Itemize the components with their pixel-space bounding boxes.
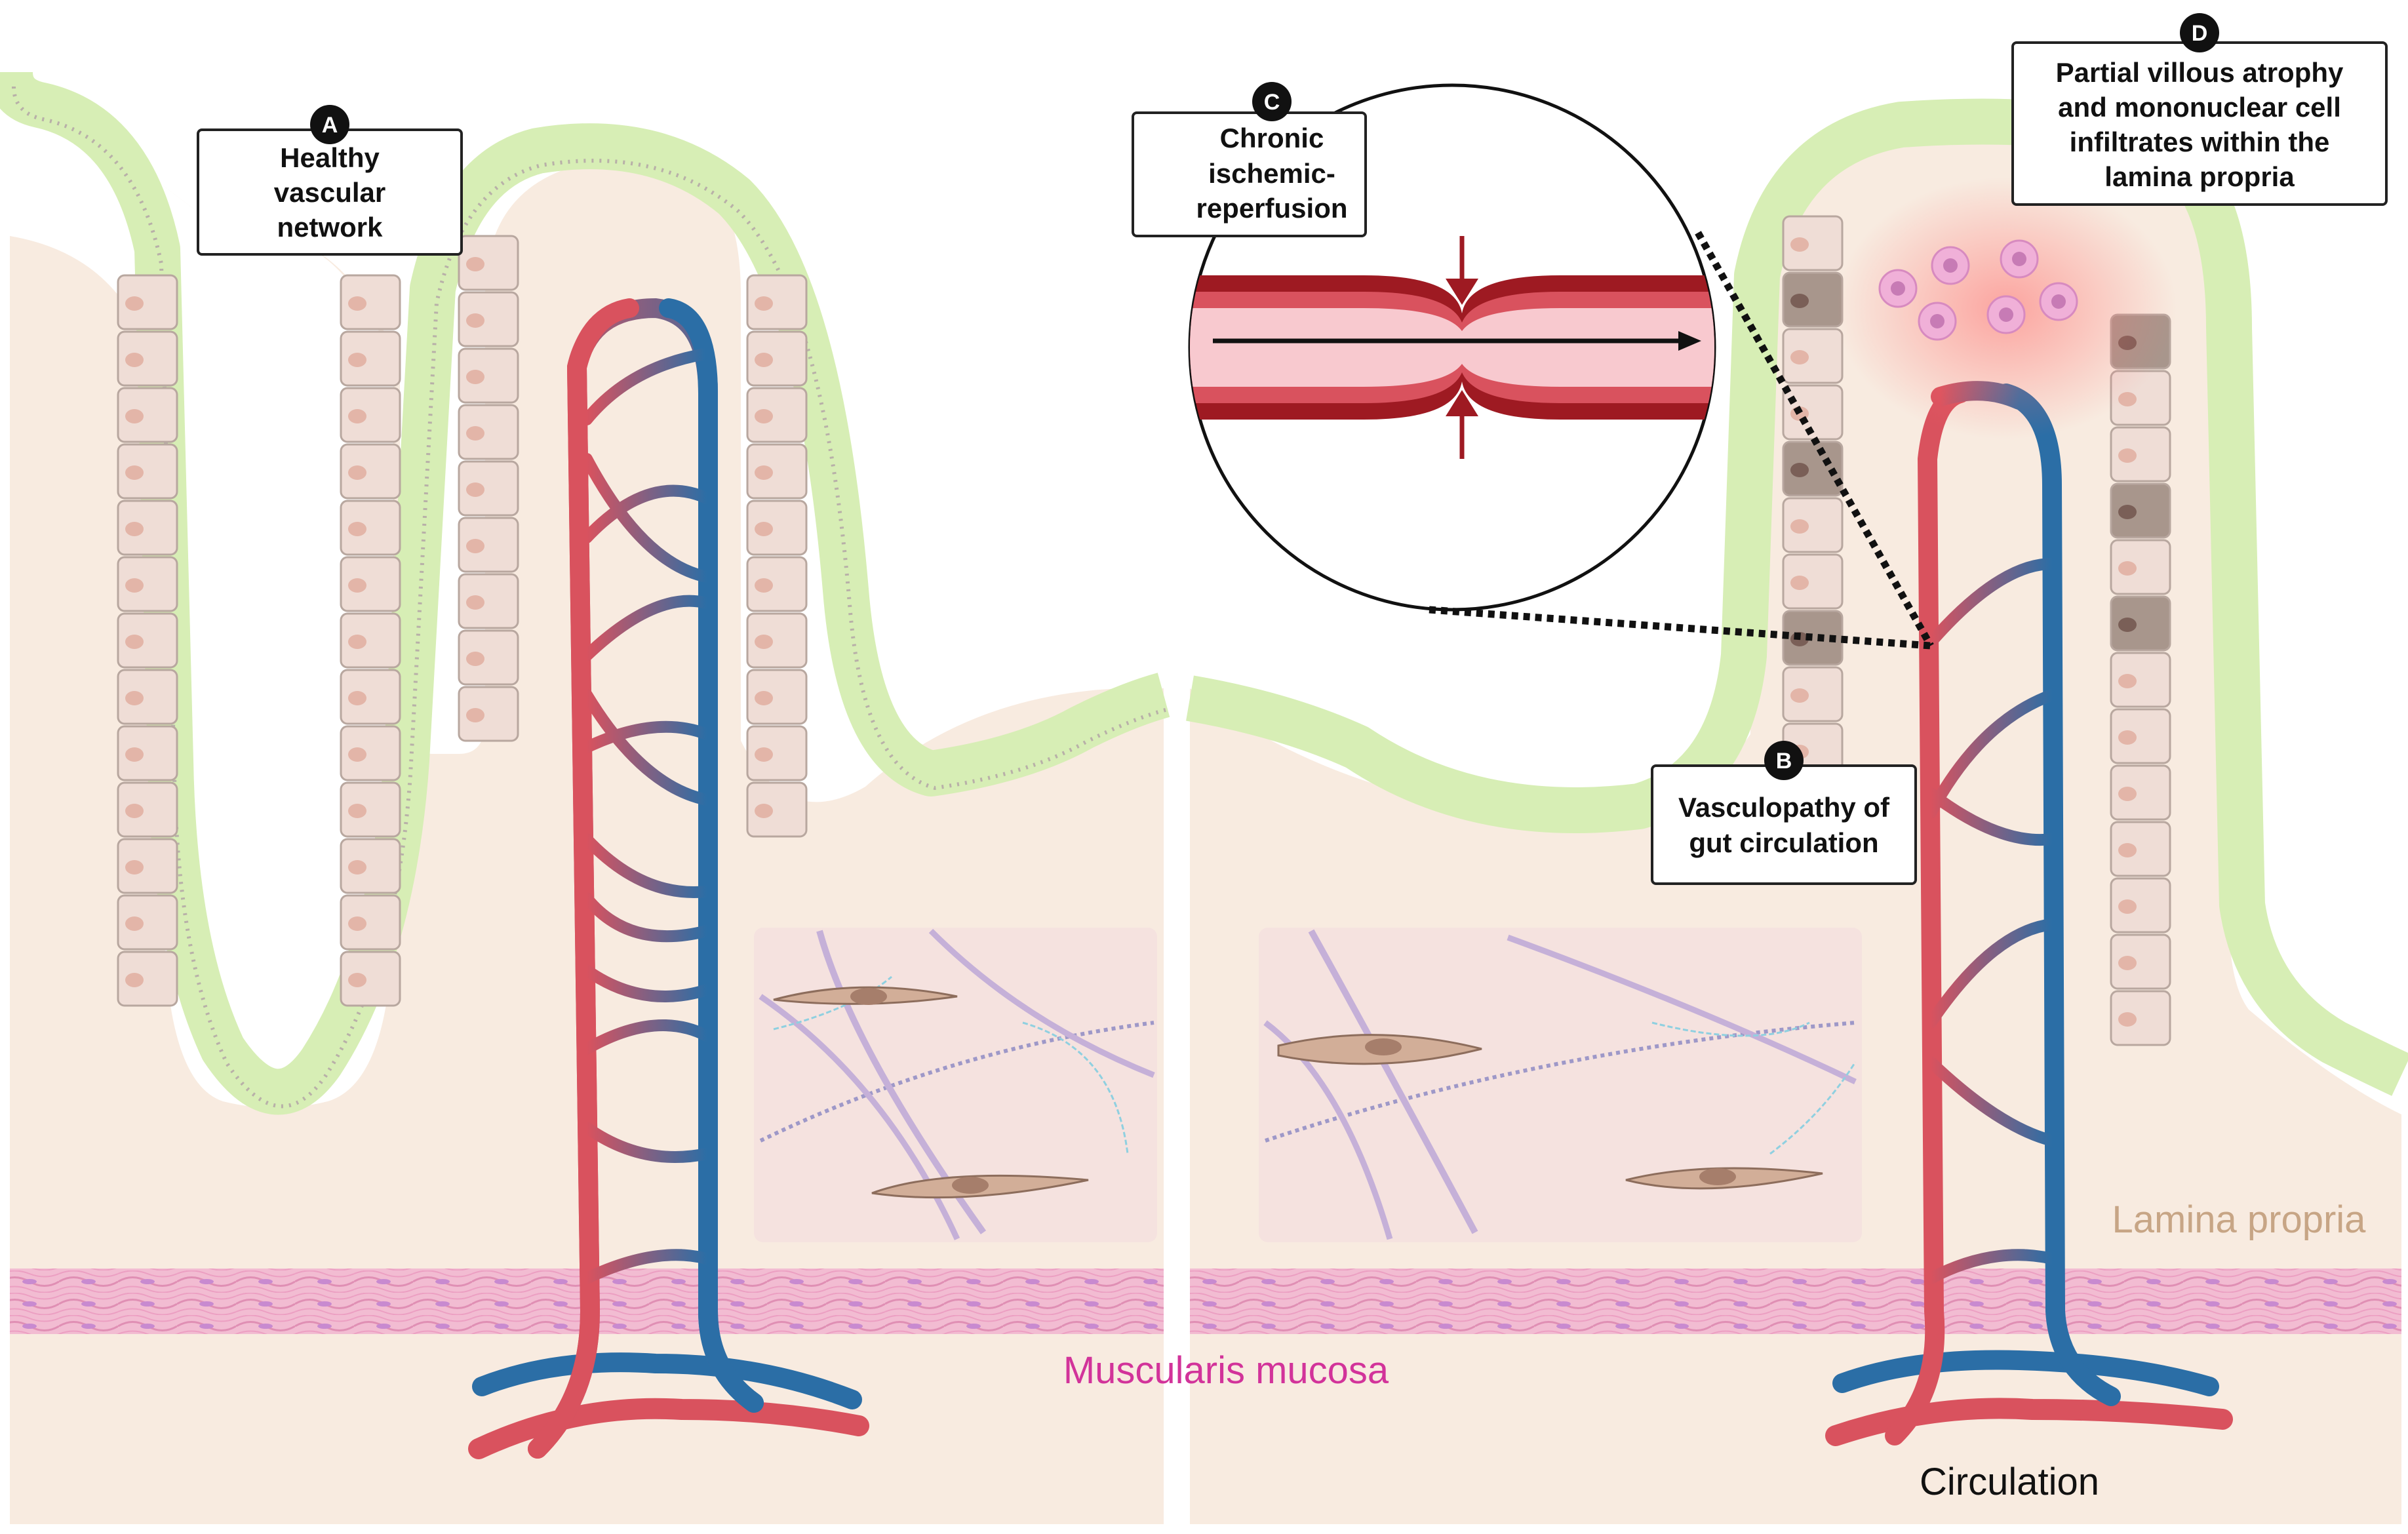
label-C-line-3: reperfusion <box>1196 193 1347 224</box>
epithelial-cell <box>746 330 808 387</box>
epithelial-cell <box>1782 271 1844 328</box>
epithelial-cell <box>117 612 178 669</box>
label-D-line-2: and mononuclear cell <box>2058 92 2341 123</box>
epithelial-cell <box>2110 426 2171 482</box>
epithelial-cell <box>117 274 178 330</box>
epithelial-cell <box>117 500 178 556</box>
epithelial-cell <box>340 781 401 838</box>
label-box-A: Healthy vascular network A <box>197 105 463 256</box>
epithelial-cell <box>746 669 808 725</box>
epithelial-cell <box>746 612 808 669</box>
epithelial-cell <box>746 387 808 443</box>
epithelial-cell <box>2110 708 2171 764</box>
epithelial-cell <box>2110 877 2171 934</box>
badge-C: C <box>1264 90 1280 115</box>
epithelial-cell <box>2110 595 2171 652</box>
label-box-C: Chronic ischemic- reperfusion C <box>1132 82 1367 237</box>
epithelial-cell <box>458 686 519 742</box>
epithelial-cell <box>340 443 401 500</box>
epithelial-cell <box>746 556 808 612</box>
badge-A: A <box>322 113 338 138</box>
epithelial-cell <box>340 612 401 669</box>
label-box-B: Vasculopathy of gut circulation B <box>1651 741 1917 885</box>
epithelial-cell <box>2110 934 2171 990</box>
epithelial-cell <box>458 235 519 291</box>
epithelial-cell <box>1782 328 1844 384</box>
epithelial-cell <box>340 500 401 556</box>
epithelial-cell <box>1782 497 1844 553</box>
label-B-line-1: Vasculopathy of <box>1678 792 1890 823</box>
badge-D: D <box>2192 21 2208 46</box>
label-B-line-2: gut circulation <box>1689 827 1878 858</box>
epithelial-cell <box>340 725 401 781</box>
epithelial-cell <box>458 573 519 629</box>
epithelial-cell <box>117 725 178 781</box>
lamina-propria-label: Lamina propria <box>2112 1198 2367 1241</box>
epithelial-cell <box>2110 482 2171 539</box>
epithelial-cell <box>340 387 401 443</box>
label-D-line-3: infiltrates within the <box>2070 127 2330 157</box>
epithelial-cell <box>746 500 808 556</box>
epithelial-cell <box>458 404 519 460</box>
epithelial-cell <box>458 517 519 573</box>
epithelial-cells <box>117 215 2171 1046</box>
label-A-line-2: vascular <box>274 177 385 208</box>
badge-B: B <box>1776 749 1792 774</box>
epithelial-cell <box>2110 652 2171 708</box>
epithelial-cell <box>2110 764 2171 821</box>
epithelial-cell <box>2110 821 2171 877</box>
epithelial-cell <box>117 443 178 500</box>
label-C-line-1: Chronic <box>1220 123 1324 153</box>
epithelial-cell <box>2110 539 2171 595</box>
healthy-capillary-loop <box>468 298 869 1459</box>
circulation-label: Circulation <box>1920 1461 2099 1503</box>
epithelial-cell <box>117 330 178 387</box>
epithelial-cell <box>340 951 401 1007</box>
epithelial-cell <box>340 894 401 951</box>
muscularis-mucosa-label: Muscularis mucosa <box>1063 1349 1389 1392</box>
epithelial-cell <box>1782 666 1844 722</box>
epithelial-cell <box>340 838 401 894</box>
epithelial-cell <box>117 951 178 1007</box>
label-D-line-4: lamina propria <box>2104 161 2295 192</box>
epithelial-cell <box>458 291 519 347</box>
epithelial-cell <box>117 669 178 725</box>
epithelial-cell <box>340 330 401 387</box>
epithelial-cell <box>746 725 808 781</box>
epithelial-cell <box>1782 553 1844 610</box>
epithelial-cell <box>117 894 178 951</box>
label-C-line-2: ischemic- <box>1208 158 1335 189</box>
inflammatory-infiltrate <box>1836 177 2177 439</box>
epithelial-cell <box>117 781 178 838</box>
connective-tissue-inset-left <box>754 928 1157 1242</box>
epithelial-cell <box>340 556 401 612</box>
label-D-line-1: Partial villous atrophy <box>2056 57 2344 88</box>
epithelial-cell <box>1782 441 1844 497</box>
epithelial-cell <box>117 387 178 443</box>
atrophic-epithelium <box>1186 98 2408 1096</box>
muscularis-mucosa-band <box>10 1268 2401 1334</box>
connective-tissue-inset-right <box>1259 928 1862 1242</box>
epithelial-cell <box>1782 215 1844 271</box>
epithelial-cell <box>117 838 178 894</box>
epithelial-cell <box>746 274 808 330</box>
epithelial-cell <box>2110 990 2171 1046</box>
epithelial-cell <box>458 347 519 404</box>
epithelial-cell <box>746 443 808 500</box>
epithelial-cell <box>340 274 401 330</box>
epithelial-cell <box>340 669 401 725</box>
epithelial-cell <box>746 781 808 838</box>
epithelial-cell <box>458 629 519 686</box>
label-box-D: Partial villous atrophy and mononuclear … <box>2011 13 2388 206</box>
label-A-line-3: network <box>277 212 383 243</box>
epithelial-cell <box>458 460 519 517</box>
epithelial-cell <box>117 556 178 612</box>
label-A-line-1: Healthy <box>280 142 380 173</box>
